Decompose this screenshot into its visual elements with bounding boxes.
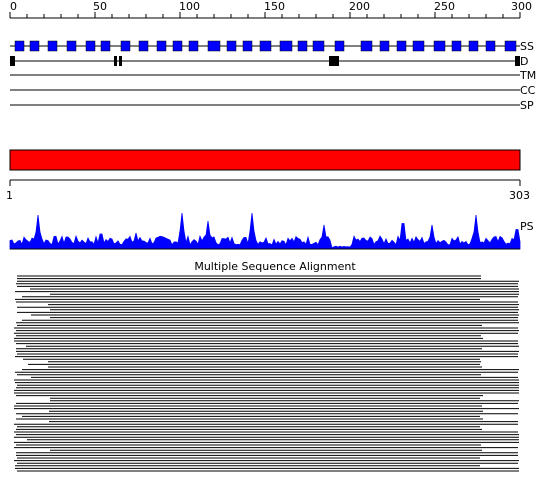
ss-box [412, 40, 425, 52]
ps-track-label: PS [520, 220, 534, 233]
d-boxes [10, 56, 520, 66]
ruler: 0 50 100 150 200 250 300 [9, 0, 532, 19]
coverage-section: 1 303 [6, 149, 530, 202]
ss-boxes [14, 40, 517, 52]
ss-box [66, 40, 77, 52]
cc-track: CC [10, 84, 536, 97]
ss-box [120, 40, 131, 52]
coverage-start-label: 1 [6, 189, 13, 202]
tm-track-label: TM [519, 69, 536, 82]
ruler-label-0: 0 [10, 0, 17, 13]
d-box [10, 56, 15, 66]
ruler-ticks [9, 12, 521, 18]
ss-box [85, 40, 96, 52]
ss-box [100, 40, 111, 52]
ss-box [207, 40, 221, 52]
ss-box [360, 40, 373, 52]
ss-box [312, 40, 325, 52]
ss-box [226, 40, 237, 52]
sp-track: SP [10, 99, 534, 112]
ruler-label-50: 50 [93, 0, 107, 13]
ss-track-label: SS [520, 40, 534, 53]
tm-track: TM [10, 69, 536, 82]
ss-box [468, 40, 479, 52]
msa-title: Multiple Sequence Alignment [194, 260, 356, 273]
ss-box [242, 40, 253, 52]
ruler-label-150: 150 [264, 0, 285, 13]
ss-box [433, 40, 446, 52]
ruler-label-100: 100 [179, 0, 200, 13]
ss-box [47, 40, 58, 52]
ss-box [379, 40, 390, 52]
ss-track: SS [10, 40, 534, 53]
d-box [329, 56, 339, 66]
cc-track-label: CC [520, 84, 536, 97]
ss-box [396, 40, 407, 52]
ss-box [138, 40, 149, 52]
ss-box [156, 40, 167, 52]
ss-box [188, 40, 199, 52]
ss-box [172, 40, 183, 52]
sp-track-label: SP [520, 99, 534, 112]
ss-box [451, 40, 462, 52]
ss-box [29, 40, 40, 52]
ruler-label-200: 200 [349, 0, 370, 13]
ss-box [297, 40, 308, 52]
ss-box [485, 40, 496, 52]
ps-track: PS [9, 212, 534, 250]
ss-box [279, 40, 293, 52]
msa-section: Multiple Sequence Alignment [14, 260, 519, 472]
ss-box [334, 40, 345, 52]
coverage-end-label: 303 [509, 189, 530, 202]
ps-profile [9, 212, 521, 250]
d-track-label: D [520, 55, 528, 68]
d-box [114, 56, 117, 66]
ss-box [504, 40, 517, 52]
ss-box [14, 40, 25, 52]
d-track: D [10, 55, 528, 68]
msa-lines [14, 275, 519, 472]
ruler-label-300: 300 [511, 0, 532, 13]
ss-box [259, 40, 272, 52]
d-box [119, 56, 122, 66]
ruler-label-250: 250 [434, 0, 455, 13]
d-box [515, 56, 520, 66]
coverage-bar [9, 149, 521, 171]
